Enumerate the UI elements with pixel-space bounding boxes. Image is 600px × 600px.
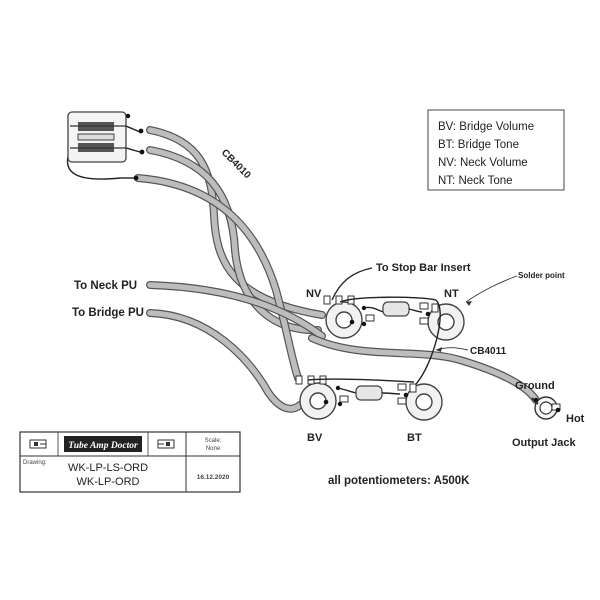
output-jack — [531, 396, 561, 420]
ground-wire-bridge — [307, 299, 441, 394]
title-block: Tube Amp Doctor Scale: None Drawing: WK-… — [19, 431, 241, 493]
label-bt: BT — [407, 432, 422, 444]
pot-bridge-volume — [295, 375, 349, 420]
label-nt: NT — [444, 288, 459, 300]
legend-bt: BT: Bridge Tone — [438, 139, 519, 151]
cable-to-bridge-pu — [146, 309, 304, 413]
label-bv: BV — [307, 432, 323, 444]
pot-neck-volume — [323, 295, 375, 339]
plug-icon-left — [29, 439, 47, 449]
cable-cb4011 — [308, 334, 540, 404]
label-to-neck-pu: To Neck PU — [74, 280, 137, 292]
legend: BV: Bridge Volume BT: Bridge Tone NV: Ne… — [427, 109, 565, 191]
drawing-number-2: WK-LP-ORD — [77, 476, 140, 488]
legend-bv: BV: Bridge Volume — [438, 121, 534, 133]
label-hot: Hot — [566, 413, 585, 425]
cable-cb4010-c — [134, 174, 302, 382]
ground-wire-neck — [331, 267, 437, 313]
label-ground: Ground — [515, 380, 555, 392]
capacitor-neck-tone — [382, 301, 423, 317]
capacitor-bridge-tone — [355, 385, 401, 401]
label-solder-point: Solder point — [518, 271, 565, 280]
logo-text: Tube Amp Doctor — [68, 441, 138, 451]
drawing-date: 16.12.2020 — [197, 474, 230, 481]
drawing-number-1: WK-LP-LS-ORD — [68, 462, 148, 474]
pickup-selector-switch — [66, 111, 145, 181]
label-nv: NV — [306, 288, 322, 300]
legend-nv: NV: Neck Volume — [438, 157, 528, 169]
drawing-label: Drawing: — [23, 460, 47, 466]
pot-neck-tone — [419, 302, 465, 341]
plug-icon-right — [157, 439, 175, 449]
cable-label-cb4011: CB4011 — [470, 346, 507, 357]
label-potentiometers: all potentiometers: A500K — [328, 475, 470, 487]
label-output-jack: Output Jack — [512, 437, 576, 449]
tube-amp-doctor-logo: Tube Amp Doctor — [64, 436, 142, 452]
legend-nt: NT: Neck Tone — [438, 175, 513, 187]
label-to-bridge-pu: To Bridge PU — [72, 307, 144, 319]
cable-label-cb4010: CB4010 — [219, 147, 253, 181]
cable-to-neck-pu — [146, 281, 326, 340]
cable-cb4010-b — [146, 146, 322, 335]
label-to-stop-bar: To Stop Bar Insert — [376, 262, 471, 274]
pot-bridge-tone — [397, 383, 443, 421]
pointer-cb4011 — [435, 347, 469, 352]
scale-value: None — [206, 446, 221, 452]
scale-label: Scale: — [205, 438, 222, 444]
pointer-solder-point — [465, 275, 518, 306]
cable-cb4010-a — [146, 126, 326, 319]
